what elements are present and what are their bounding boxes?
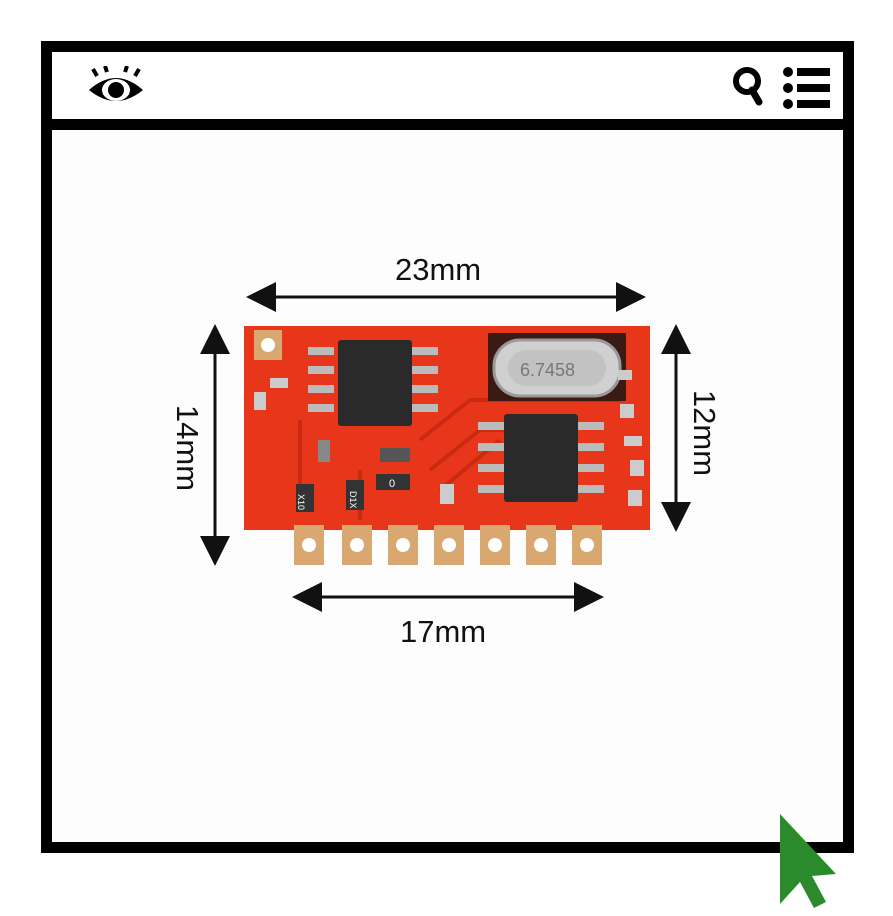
pcb-module-image: 6.7458 X10 D1X 0	[244, 326, 650, 565]
search-icon[interactable]	[732, 66, 766, 106]
mouse-cursor-icon	[780, 814, 836, 908]
smd-components: X10 D1X 0	[254, 370, 644, 512]
ic-chip-2	[478, 414, 604, 502]
top-dimension-label: 23mm	[395, 252, 482, 287]
crystal-oscillator: 6.7458	[488, 333, 626, 401]
crystal-label: 6.7458	[520, 360, 575, 380]
resistor-label-2: D1X	[348, 491, 358, 509]
bottom-dimension-label: 17mm	[400, 614, 487, 649]
eye-icon[interactable]	[85, 66, 147, 106]
menu-list-icon[interactable]	[782, 66, 832, 110]
edge-pads	[294, 525, 602, 565]
title-bar	[52, 52, 843, 130]
resistor-label-3: 0	[389, 478, 395, 490]
ic-chip-1	[308, 340, 438, 426]
resistor-label-1: X10	[296, 494, 306, 510]
right-dimension-label: 12mm	[687, 389, 723, 477]
